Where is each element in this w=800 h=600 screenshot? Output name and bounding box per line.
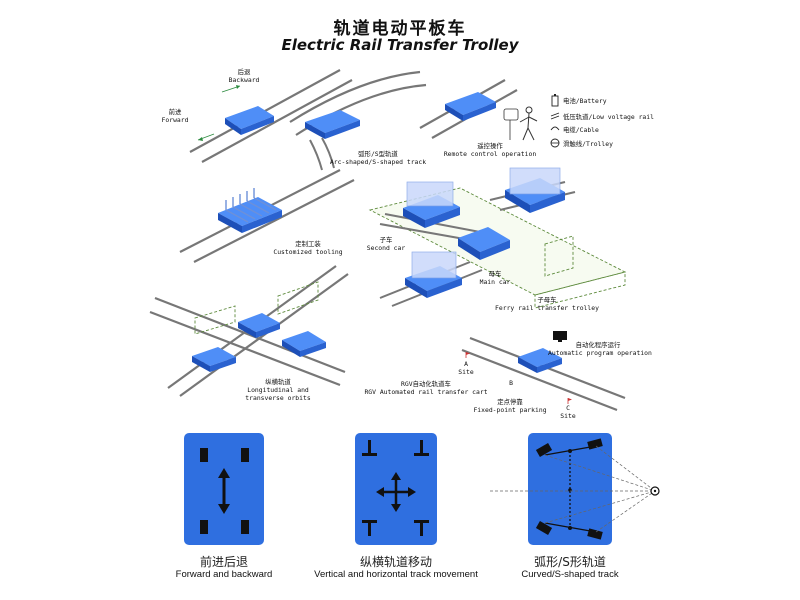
label-arc-track: 弧形/S型轨道 Arc-shaped/S-shaped track	[329, 150, 427, 166]
label-tooling: 定制工装 Customized tooling	[273, 240, 343, 256]
legend-battery: 电池/Battery	[563, 97, 607, 105]
label-site-b: B	[509, 379, 513, 387]
second-car-2	[505, 167, 565, 213]
label-site-c: C Site	[560, 404, 576, 420]
monitor-icon	[553, 331, 567, 342]
legend-trolley: 滑触线/Trolley	[563, 140, 613, 148]
label-orbits: 纵横轨道 Longitudinal and transverse orbits	[245, 378, 311, 402]
low-voltage-rail-icon	[550, 112, 560, 120]
cart-orbit-3	[192, 347, 236, 372]
site-flag-c	[567, 398, 572, 404]
label-forward: 前进 Forward	[161, 108, 189, 124]
legend-low-voltage-rail: 低压轨道/Low voltage rail	[563, 113, 654, 121]
cart-orbit-1	[238, 313, 280, 338]
panel-forward-backward	[184, 433, 264, 545]
caption-forward-backward-en: Forward and backward	[175, 569, 273, 580]
page-title-cn: 轨道电动平板车	[333, 19, 467, 39]
caption-vertical-horizontal-cn: 纵横轨道移动	[359, 555, 432, 569]
legend-icons	[550, 94, 560, 148]
second-car-1	[403, 181, 460, 228]
cable-icon	[550, 126, 560, 131]
site-flag-a	[465, 352, 470, 358]
caption-curved-en: Curved/S-shaped track	[521, 569, 619, 580]
label-main-car: 母车 Main car	[479, 270, 511, 286]
scene-ferry	[368, 167, 627, 309]
legend-cable: 电缆/Cable	[563, 126, 599, 134]
caption-forward-backward-cn: 前进后退	[199, 555, 248, 569]
label-auto: 自动化程序运行 Automatic program operation	[548, 341, 652, 357]
label-backward: 后退 Backward	[228, 68, 260, 84]
cart-tooling	[218, 188, 282, 233]
turning-center-icon	[650, 486, 660, 496]
rgv-cart	[518, 348, 562, 373]
panel-curved-track	[490, 433, 660, 545]
cart-2	[305, 110, 360, 139]
label-rgv: RGV自动化轨道车 RGV Automated rail transfer ca…	[364, 380, 488, 396]
label-second-car: 子车 Second car	[366, 236, 406, 252]
remote-console-icon	[503, 108, 519, 121]
scene-tooling	[179, 169, 355, 263]
cart-1	[225, 106, 274, 135]
second-car-3	[405, 251, 462, 298]
forward-backward-arrow-icon	[218, 468, 230, 514]
four-way-arrow-icon	[376, 472, 416, 512]
scene-remote	[419, 79, 560, 148]
page-title-en: Electric Rail Transfer Trolley	[281, 36, 519, 54]
scene-orbits	[149, 265, 349, 397]
main-car	[458, 227, 510, 260]
scene-rgv	[461, 331, 626, 412]
caption-curved-cn: 弧形/S形轨道	[534, 555, 606, 569]
label-site-a: A Site	[458, 360, 474, 376]
label-ferry: 子母车 Ferry rail transfer trolley	[495, 296, 599, 312]
cart-3	[445, 92, 496, 121]
label-fixed: 定点停靠 Fixed-point parking	[473, 398, 547, 414]
panel-vertical-horizontal	[355, 433, 437, 545]
operator-icon	[519, 106, 538, 141]
scene-arc-track	[289, 70, 427, 171]
battery-icon	[551, 95, 559, 107]
caption-vertical-horizontal-en: Vertical and horizontal track movement	[314, 569, 478, 580]
turning-guide-lines	[490, 445, 656, 533]
scene-forward-backward	[189, 69, 353, 163]
label-remote: 遥控操作 Remote control operation	[443, 142, 537, 158]
cart-orbit-2	[282, 331, 326, 357]
